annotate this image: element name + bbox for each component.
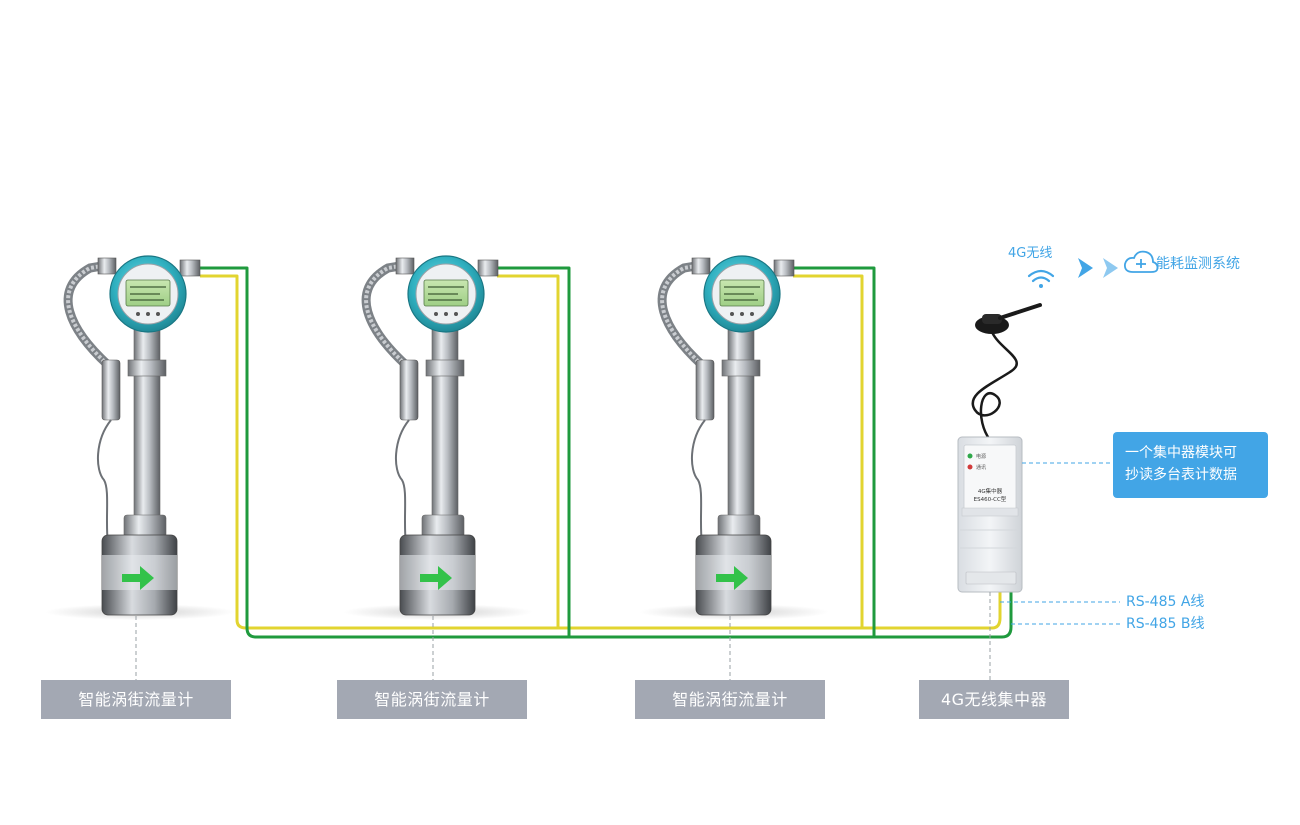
meter-1-label: 智能涡街流量计 [41, 680, 231, 719]
meter-3-label: 智能涡街流量计 [635, 680, 825, 719]
concentrator-module: 电源 通讯 4G集中器 ES460-CC型 [957, 436, 1023, 593]
rs485-b-label: RS-485 B线 [1126, 616, 1205, 632]
vortex-meter-3 [639, 256, 829, 620]
module-model: ES460-CC型 [974, 495, 1007, 503]
energy-system-label: 能耗监测系统 [1156, 256, 1240, 272]
cloud-icon [1124, 250, 1159, 273]
power-led-label: 电源 [976, 453, 986, 460]
callout-line-1: 一个集中器模块可 [1125, 445, 1237, 461]
vortex-meter-1 [45, 256, 235, 620]
meter-2-label: 智能涡街流量计 [337, 680, 527, 719]
rs485-a-label: RS-485 A线 [1126, 594, 1205, 610]
concentrator-label: 4G无线集中器 [919, 680, 1069, 719]
arrow-right-icon [716, 566, 748, 590]
arrow-right-icon [420, 566, 452, 590]
rs485-a-wire [200, 274, 1002, 630]
vortex-meter-2 [343, 256, 533, 620]
chevron-right-icon [1078, 258, 1118, 278]
comm-led-label: 通讯 [976, 464, 986, 471]
module-title: 4G集中器 [978, 487, 1003, 495]
wireless-label: 4G无线 [1008, 246, 1053, 261]
antenna [971, 303, 1042, 441]
arrow-right-icon [122, 566, 154, 590]
callout-line-2: 抄读多台表计数据 [1125, 467, 1237, 483]
rs485-b-wire [200, 266, 1013, 639]
power-led [967, 453, 973, 459]
comm-led [967, 464, 973, 470]
wifi-icon [1027, 269, 1055, 288]
concentrator-callout: 一个集中器模块可 抄读多台表计数据 [1113, 432, 1268, 498]
